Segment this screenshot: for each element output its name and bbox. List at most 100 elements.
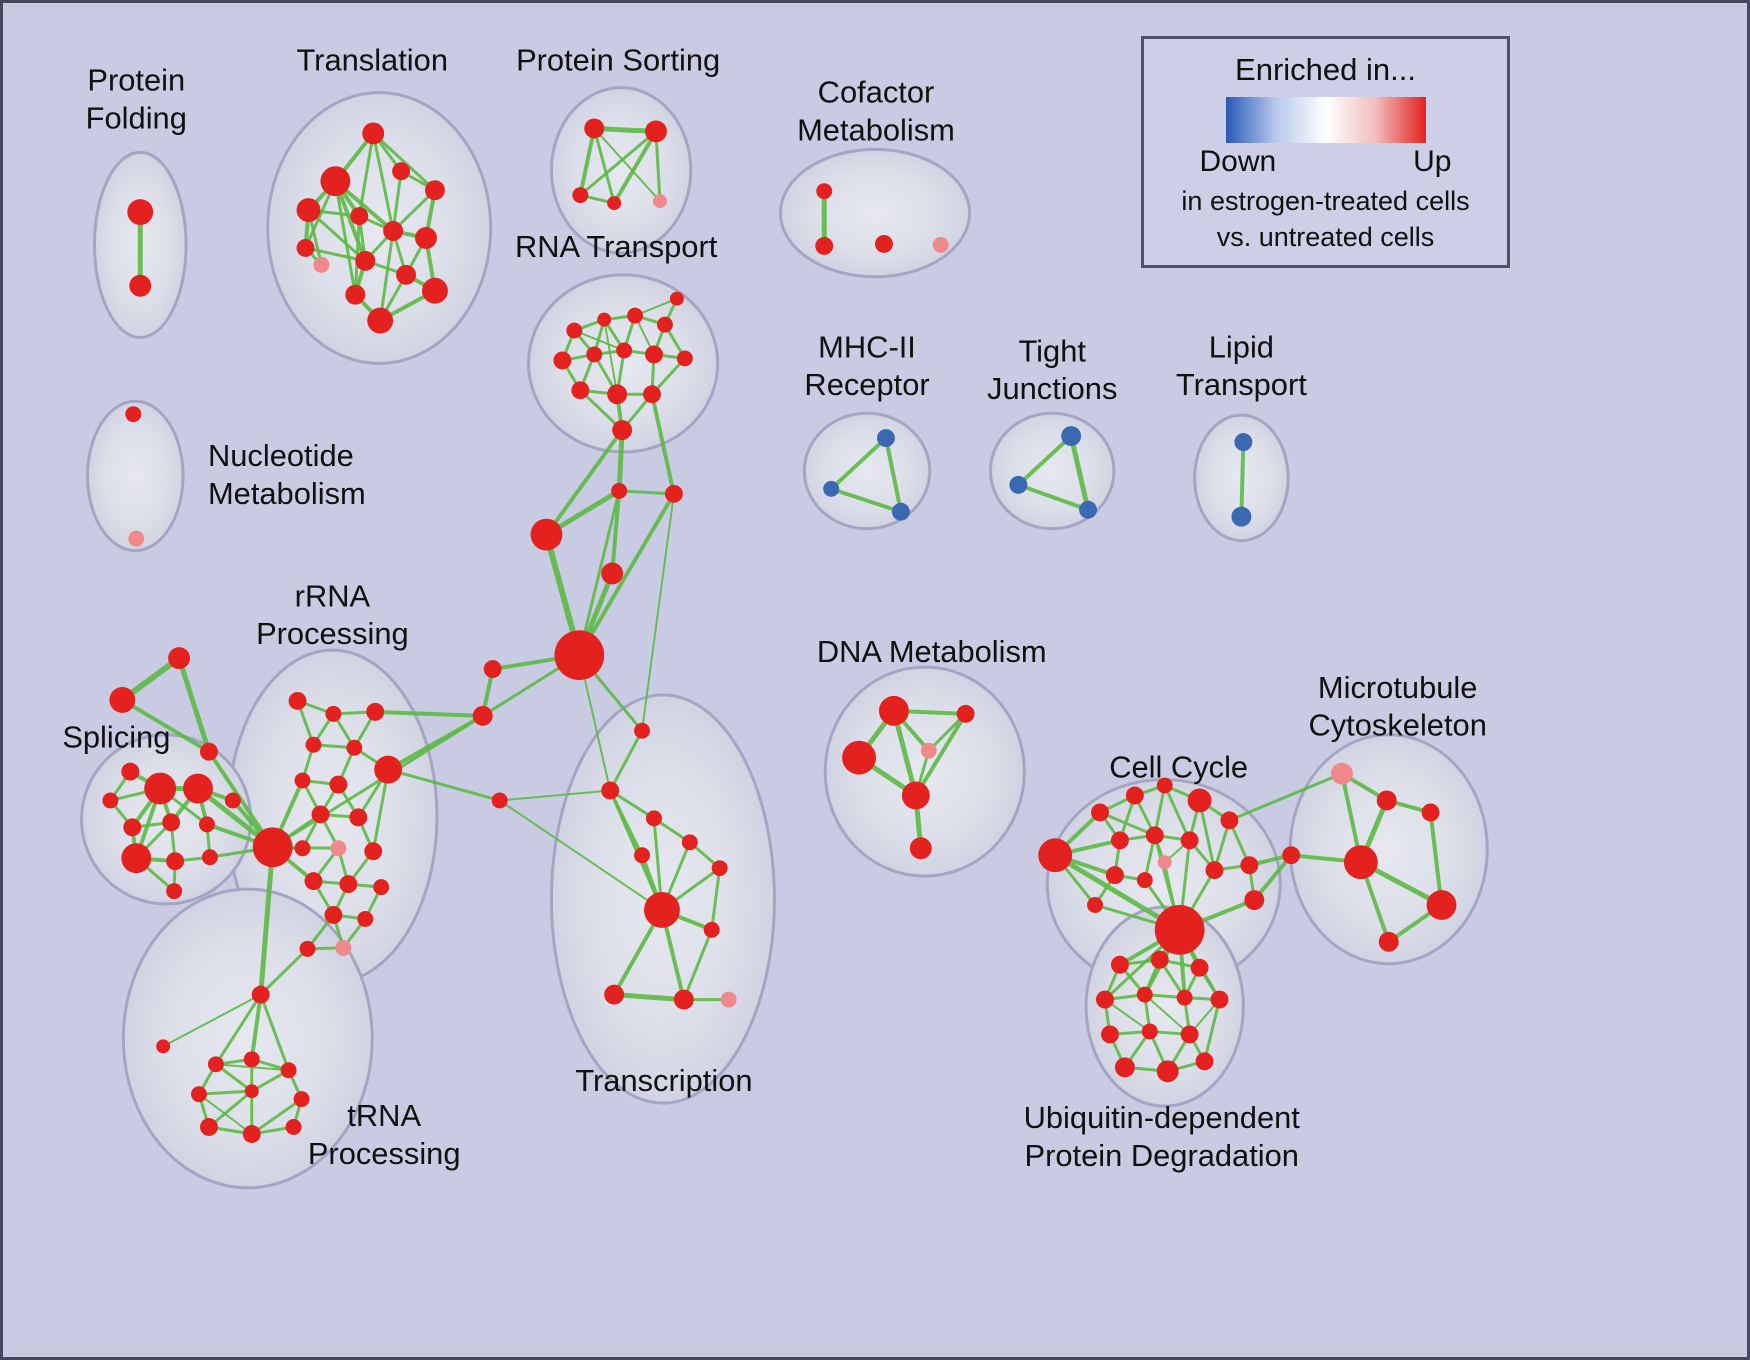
network-node-TN7[interactable] — [293, 1091, 310, 1108]
network-node-CC2[interactable] — [1091, 803, 1109, 822]
network-node-CC10[interactable] — [1157, 855, 1172, 870]
network-node-CN3[interactable] — [530, 518, 563, 551]
network-node-CN2[interactable] — [664, 484, 683, 503]
network-node-TC4[interactable] — [681, 834, 698, 851]
network-node-RT7[interactable] — [616, 342, 633, 359]
network-node-PS2[interactable] — [645, 120, 667, 143]
network-node-MT4[interactable] — [1282, 846, 1301, 865]
network-node-SP3[interactable] — [183, 773, 213, 804]
network-node-RH[interactable] — [252, 827, 293, 868]
network-node-SP12[interactable] — [166, 883, 183, 900]
network-node-CC11[interactable] — [1105, 866, 1124, 885]
network-node-PS1[interactable] — [584, 118, 605, 139]
network-node-TN10[interactable] — [285, 1119, 302, 1135]
network-node-CN1[interactable] — [611, 482, 628, 499]
network-node-TN8[interactable] — [199, 1118, 218, 1136]
network-node-PS5[interactable] — [652, 194, 667, 209]
network-node-DM6[interactable] — [909, 837, 932, 860]
network-node-UB9[interactable] — [1141, 1023, 1158, 1040]
network-node-PF1[interactable] — [127, 199, 154, 226]
network-node-RR16[interactable] — [373, 879, 390, 896]
network-node-TN9[interactable] — [242, 1125, 261, 1143]
network-node-UB3[interactable] — [1190, 958, 1209, 977]
network-node-RR7[interactable] — [294, 772, 311, 789]
network-node-MH2[interactable] — [823, 480, 840, 497]
network-node-CC7[interactable] — [1110, 831, 1129, 850]
network-node-RT10[interactable] — [571, 381, 590, 400]
network-node-UB1[interactable] — [1110, 955, 1129, 974]
network-node-TJ3[interactable] — [1079, 500, 1098, 519]
network-node-UB4[interactable] — [1096, 990, 1114, 1009]
network-node-TN2[interactable] — [207, 1056, 224, 1073]
network-node-UB8[interactable] — [1100, 1025, 1119, 1044]
network-node-RR10[interactable] — [349, 808, 368, 827]
network-node-SP10[interactable] — [166, 852, 185, 871]
network-node-RR12[interactable] — [330, 840, 347, 857]
network-node-RR18[interactable] — [357, 910, 374, 927]
network-node-SP8[interactable] — [198, 816, 215, 833]
network-node-CC16[interactable] — [1244, 890, 1265, 910]
network-node-UB6[interactable] — [1176, 989, 1193, 1006]
network-node-RT9[interactable] — [676, 350, 693, 367]
network-node-RT11[interactable] — [607, 384, 628, 405]
network-node-RR2[interactable] — [325, 705, 342, 722]
network-node-SP1[interactable] — [121, 762, 140, 781]
network-node-TC9[interactable] — [604, 984, 625, 1005]
network-node-UB13[interactable] — [1195, 1052, 1214, 1071]
network-node-RR4[interactable] — [305, 736, 322, 753]
network-node-RR14[interactable] — [304, 872, 323, 891]
network-node-TL2[interactable] — [320, 166, 351, 197]
network-node-RR17[interactable] — [324, 905, 343, 924]
network-node-CN7[interactable] — [472, 705, 493, 726]
network-node-TL13[interactable] — [422, 277, 448, 304]
network-node-TL6[interactable] — [350, 207, 369, 226]
network-node-RR9[interactable] — [311, 805, 330, 824]
network-node-TL15[interactable] — [367, 307, 394, 334]
network-node-PS3[interactable] — [572, 187, 589, 204]
network-node-TRI3[interactable] — [199, 742, 218, 761]
network-node-CM4[interactable] — [932, 236, 949, 253]
network-node-RR5[interactable] — [346, 739, 363, 756]
network-node-RT13[interactable] — [612, 420, 633, 441]
network-node-HUB[interactable] — [554, 630, 605, 680]
network-node-DM1[interactable] — [878, 695, 909, 726]
network-node-TL8[interactable] — [415, 227, 437, 249]
network-node-TJ1[interactable] — [1061, 426, 1082, 447]
network-node-TC1[interactable] — [634, 722, 650, 739]
network-node-MT2[interactable] — [1376, 790, 1397, 811]
network-node-RR1[interactable] — [288, 691, 307, 710]
network-node-UB11[interactable] — [1114, 1057, 1135, 1078]
network-node-TL14[interactable] — [345, 284, 366, 305]
network-node-DM5[interactable] — [901, 781, 930, 810]
network-node-CC13[interactable] — [1205, 861, 1224, 880]
network-node-TJ2[interactable] — [1009, 475, 1028, 494]
network-node-MT1[interactable] — [1330, 762, 1353, 785]
network-node-TL9[interactable] — [296, 238, 315, 257]
network-node-UB7[interactable] — [1210, 990, 1229, 1009]
network-node-CM2[interactable] — [815, 236, 834, 255]
network-node-LT1[interactable] — [1234, 433, 1253, 452]
network-node-TL1[interactable] — [362, 122, 385, 145]
network-node-TL12[interactable] — [396, 264, 417, 285]
network-node-UB12[interactable] — [1156, 1060, 1179, 1083]
network-node-NM2[interactable] — [128, 530, 145, 547]
network-node-RR19[interactable] — [335, 939, 352, 956]
network-node-TL5[interactable] — [424, 180, 445, 201]
network-node-MH3[interactable] — [891, 502, 910, 521]
network-node-RT3[interactable] — [627, 307, 644, 324]
network-node-TC3[interactable] — [646, 810, 662, 827]
network-node-TN3[interactable] — [243, 1051, 260, 1068]
network-node-SP7[interactable] — [162, 813, 181, 832]
network-node-SP5[interactable] — [224, 792, 241, 809]
network-node-TRI1[interactable] — [168, 647, 191, 670]
network-node-TN4[interactable] — [280, 1062, 297, 1079]
network-node-TL10[interactable] — [313, 256, 330, 273]
network-node-CN8[interactable] — [491, 792, 508, 809]
network-node-TN11[interactable] — [156, 1039, 171, 1054]
network-node-TC10[interactable] — [673, 989, 694, 1010]
network-node-MT6[interactable] — [1426, 890, 1457, 920]
network-node-SP2[interactable] — [144, 772, 177, 805]
network-node-CM3[interactable] — [875, 234, 893, 253]
network-node-TN5[interactable] — [191, 1086, 207, 1103]
network-node-TN6[interactable] — [244, 1084, 259, 1099]
